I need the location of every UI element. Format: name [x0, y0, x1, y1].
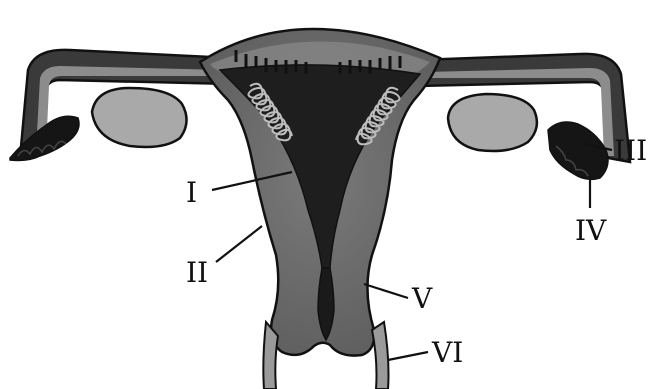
label-IV: IV	[575, 214, 607, 247]
fimbriae-right	[548, 122, 608, 179]
label-II: II	[186, 256, 208, 289]
label-VI: VI	[431, 336, 463, 369]
ovary-right	[448, 94, 537, 151]
leader-line-V	[364, 284, 408, 298]
ovary-left	[92, 88, 187, 147]
label-III: III	[614, 134, 647, 167]
leader-line-II	[216, 226, 262, 262]
label-V: V	[411, 282, 433, 315]
leader-line-VI	[388, 352, 428, 360]
label-I: I	[186, 176, 197, 209]
